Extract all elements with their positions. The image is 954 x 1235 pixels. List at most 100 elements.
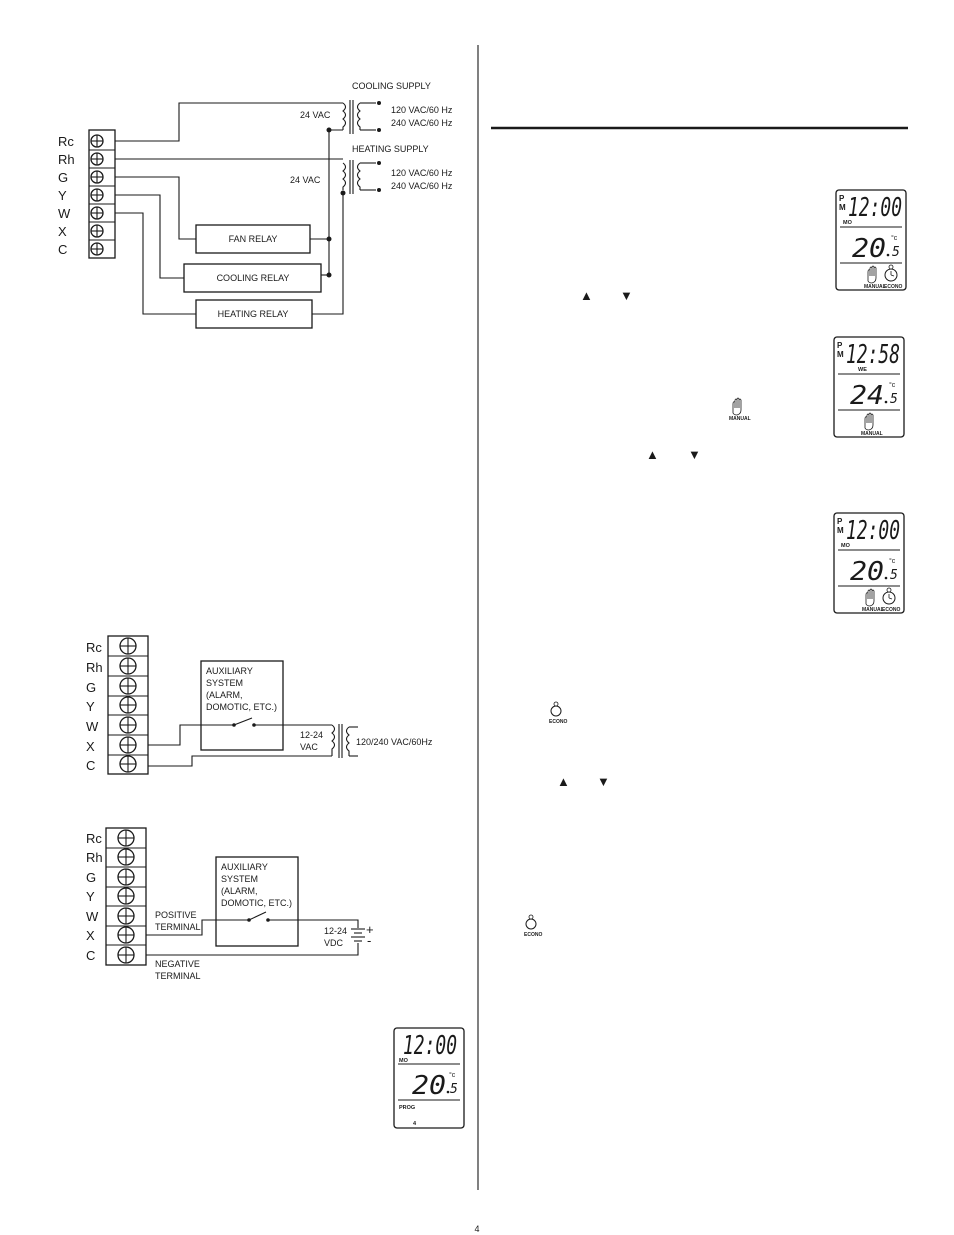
lcd-econo-label: ECONO	[882, 607, 900, 613]
aux-label-line3: (ALARM,	[221, 886, 258, 896]
fan-relay-label: FAN RELAY	[229, 234, 278, 244]
heating-relay-label: HEATING RELAY	[218, 309, 289, 319]
lcd-prog-label: PROG	[399, 1105, 415, 1111]
econo-clock-icon	[882, 587, 896, 605]
terminal-label-x: X	[86, 928, 95, 943]
lcd-temp: 24	[850, 381, 884, 411]
lcd-temp: 20	[412, 1071, 446, 1101]
terminal-label-x: X	[58, 224, 67, 239]
lcd-time: 12:00	[848, 193, 902, 223]
terminal-label-g: G	[58, 170, 68, 185]
wire-x	[148, 724, 234, 746]
aux-label-line4: DOMOTIC, ETC.)	[206, 702, 277, 712]
lcd-day: MO	[399, 1058, 409, 1064]
battery-minus: -	[367, 933, 371, 948]
wire-heat-return	[312, 193, 344, 315]
lcd-prog-number: 4	[413, 1121, 417, 1127]
cooling-relay-label: COOLING RELAY	[217, 273, 290, 283]
terminal-screws	[89, 134, 115, 256]
terminal-label-x: X	[86, 739, 95, 754]
lcd-pm-m: M	[837, 350, 844, 359]
lcd-time: 12:00	[846, 516, 900, 546]
lcd-decimal: 5	[450, 1082, 458, 1097]
aux-label-line2: SYSTEM	[206, 678, 243, 688]
manual-hand-icon	[867, 265, 877, 284]
terminal-label-g: G	[86, 680, 96, 695]
aux-switch	[248, 911, 267, 921]
terminal-label-rc: Rc	[58, 134, 74, 149]
lcd-unit: °c	[891, 234, 898, 242]
aux-label-line1: AUXILIARY	[206, 666, 253, 676]
lcd-temp: 20	[852, 234, 886, 264]
vac-supply-label: 120/240 VAC/60Hz	[356, 737, 433, 747]
lcd-decimal: 5	[890, 568, 898, 583]
manual-hand-icon	[865, 588, 875, 607]
aux-label-line3: (ALARM,	[206, 690, 243, 700]
cooling-24vac-label: 24 VAC	[300, 110, 331, 120]
terminal-label-c: C	[86, 758, 95, 773]
transformer-vac	[331, 724, 358, 758]
econo-icon-label: ECONO	[524, 932, 542, 938]
econo-clock-icon	[884, 264, 898, 282]
terminal-label-c: C	[58, 242, 67, 257]
down-arrow-icon: ▼	[597, 774, 610, 789]
down-arrow-icon: ▼	[688, 447, 701, 462]
wire-w	[115, 212, 196, 315]
econo-icon-label: ECONO	[549, 719, 567, 725]
cooling-transformer	[342, 100, 381, 134]
terminal-screws	[108, 637, 148, 773]
wire-c-negative	[146, 943, 359, 956]
lcd-manual-label: MANUAL	[864, 284, 886, 290]
terminal-label-g: G	[86, 870, 96, 885]
lcd-pm-p: P	[837, 517, 843, 526]
cooling-240vac-label: 240 VAC/60 Hz	[391, 118, 453, 128]
terminal-screws	[106, 829, 146, 964]
wire-y	[115, 194, 184, 279]
lcd-manual-label: MANUAL	[861, 431, 883, 437]
econo-clock-icon	[550, 701, 562, 717]
wiring-diagram-auxiliary-vdc: Rc Rh G Y W X C AUXILIARY SYSTEM (ALARM,…	[86, 827, 374, 981]
heating-transformer	[342, 160, 381, 194]
wire-g	[115, 176, 196, 240]
lcd-time: 12:58	[846, 340, 900, 370]
terminal-label-y: Y	[86, 699, 95, 714]
econo-clock-icon	[525, 914, 537, 930]
aux-label-line1: AUXILIARY	[221, 862, 268, 872]
negative-terminal-line1: NEGATIVE	[155, 959, 200, 969]
lcd-day: MO	[841, 543, 851, 549]
battery-icon	[351, 928, 365, 942]
vdc-label-line1: 12-24	[324, 926, 347, 936]
terminal-label-y: Y	[58, 188, 67, 203]
cooling-120vac-label: 120 VAC/60 Hz	[391, 105, 453, 115]
page-number: 4	[474, 1224, 479, 1234]
lcd-day: MO	[843, 220, 853, 226]
terminal-label-y: Y	[86, 889, 95, 904]
wiring-diagram-auxiliary-vac: Rc Rh G Y W X C AUXILIARY SYSTEM (ALARM,…	[86, 635, 433, 775]
lcd-pm-m: M	[839, 203, 846, 212]
lcd-display-2: P M 12:58 WE 24 °c 5 MANUAL	[833, 336, 905, 438]
lcd-pm-p: P	[839, 194, 845, 203]
auxiliary-system-box	[200, 660, 284, 751]
negative-terminal-line2: TERMINAL	[155, 971, 201, 981]
up-arrow-icon: ▲	[646, 447, 659, 462]
manual-hand-icon	[864, 412, 874, 431]
vac-label-line1: 12-24	[300, 730, 323, 740]
heating-240vac-label: 240 VAC/60 Hz	[391, 181, 453, 191]
lcd-unit: °c	[449, 1071, 456, 1079]
lcd-unit: °c	[889, 381, 896, 389]
lcd-day: WE	[858, 367, 867, 373]
manual-icon-label: MANUAL	[729, 416, 751, 422]
lcd-decimal: 5	[892, 245, 900, 260]
vdc-label-line2: VDC	[324, 938, 344, 948]
lcd-display-1: P M 12:00 MO 20 °c 5 MANUAL ECONO	[835, 189, 907, 291]
terminal-label-w: W	[86, 719, 99, 734]
cooling-relay-box	[183, 263, 322, 293]
heating-relay-box	[195, 299, 313, 329]
wire-rc	[115, 102, 343, 142]
manual-hand-icon	[732, 397, 742, 416]
cooling-supply-label: COOLING SUPPLY	[352, 81, 431, 91]
positive-terminal-line2: TERMINAL	[155, 922, 201, 932]
wire-cool-return	[328, 129, 343, 275]
vac-label-line2: VAC	[300, 742, 318, 752]
